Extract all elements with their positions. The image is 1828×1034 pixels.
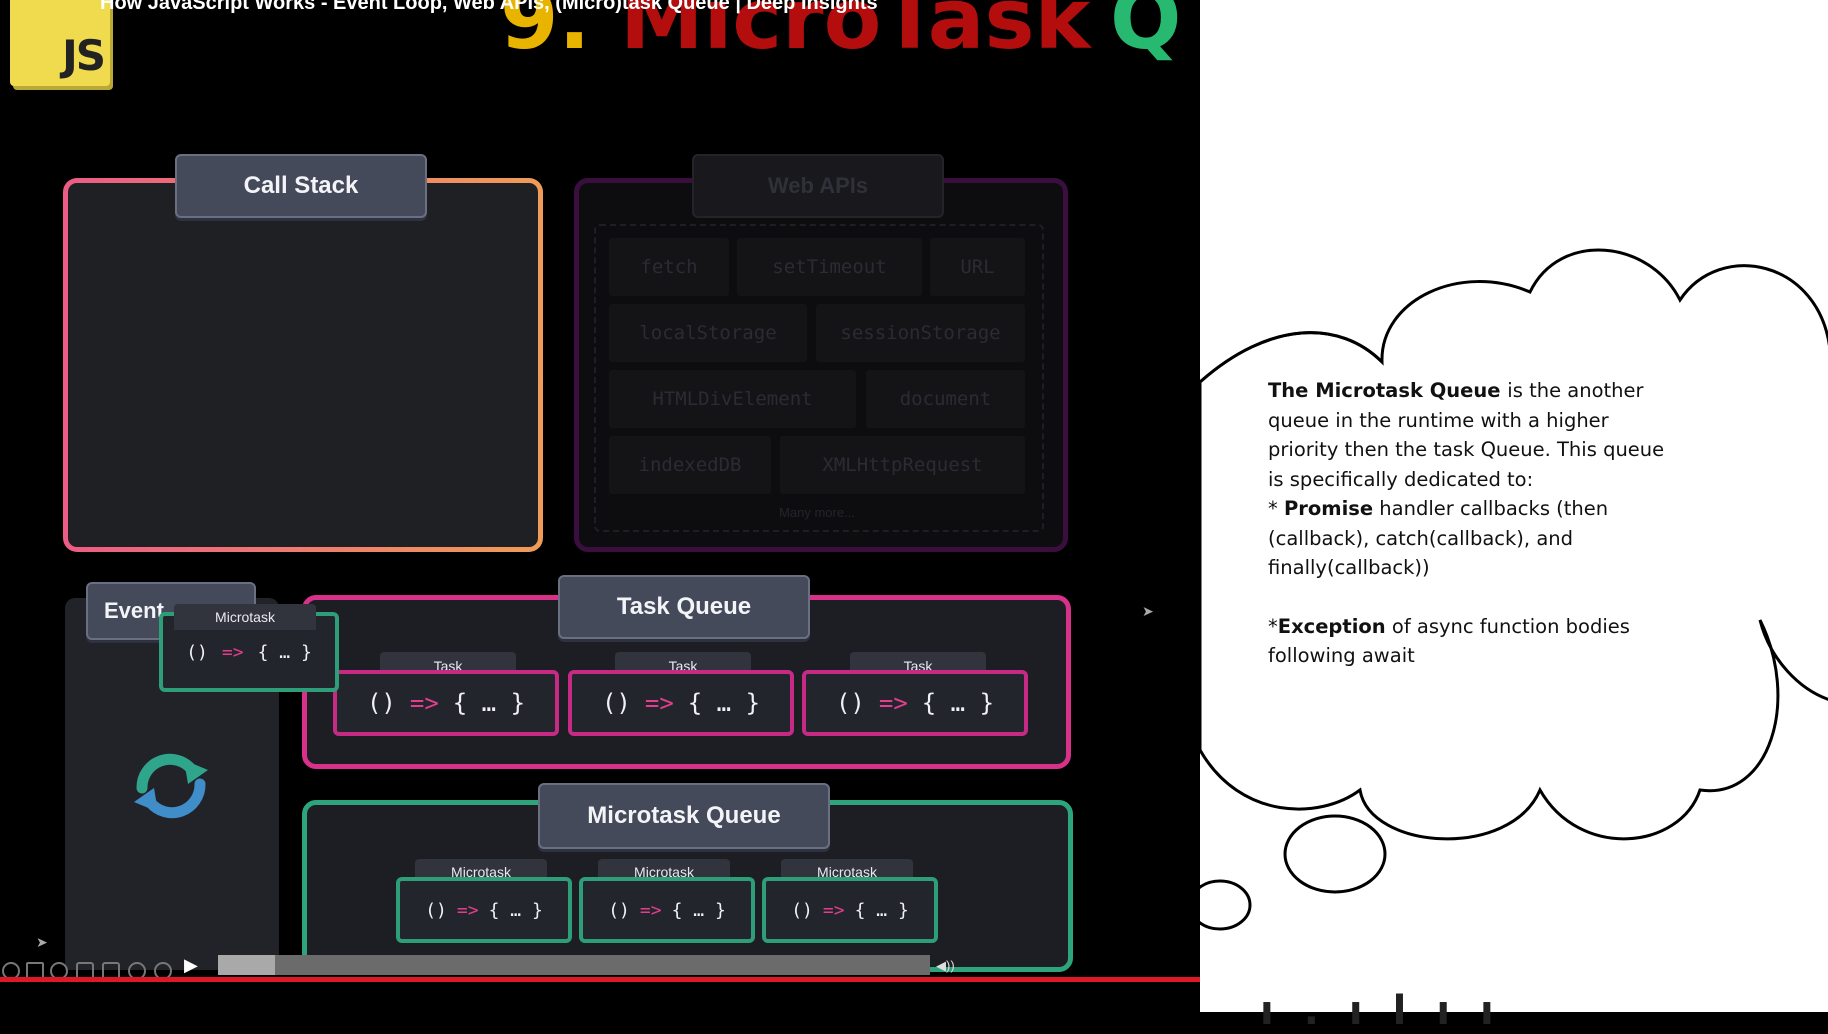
moving-microtask-tab: Microtask (174, 604, 316, 630)
api-url: URL (930, 238, 1025, 296)
cursor-icon: ➤ (36, 934, 48, 950)
web-apis-grid (594, 224, 1044, 532)
microtask-card: () => { … } (579, 877, 755, 943)
code-arrow: => (221, 641, 244, 663)
code-parens: () (835, 689, 865, 717)
code-parens: () (608, 899, 630, 921)
volume-icon[interactable]: ◀)) (936, 958, 955, 973)
code-parens: () (186, 641, 208, 663)
task-queue-label: Task Queue (558, 575, 810, 639)
cursor-icon: ➤ (1142, 603, 1154, 619)
microtask-card: () => { … } (762, 877, 938, 943)
code-body: { … } (452, 689, 526, 717)
note-promise-detail: handler callbacks (then (callback), catc… (1268, 497, 1609, 579)
code-arrow: => (878, 689, 908, 717)
note-exception-detail: of async function bodies following await (1268, 614, 1630, 668)
note-intro: is the another queue in the runtime with… (1268, 379, 1665, 491)
code-parens: () (366, 689, 396, 717)
exception-prefix: * (1268, 614, 1278, 638)
api-document: document (866, 370, 1025, 428)
api-many-more: Many more... (779, 504, 855, 520)
api-fetch: fetch (609, 238, 729, 296)
notes-panel: The Microtask Queue is the another queue… (1200, 0, 1828, 1012)
video-title[interactable]: How JavaScript Works - Event Loop, Web A… (100, 0, 878, 14)
api-localstorage: localStorage (609, 304, 807, 362)
code-arrow: => (409, 689, 439, 717)
code-arrow: => (822, 899, 845, 921)
task-card: () => { … } (333, 670, 559, 736)
note-text: The Microtask Queue is the another queue… (1268, 376, 1678, 671)
api-sessionstorage: sessionStorage (816, 304, 1025, 362)
microtask-card: () => { … } (396, 877, 572, 943)
js-logo: JS (10, 0, 110, 86)
note-bold-exception: Exception (1277, 614, 1386, 638)
code-body: { … } (671, 899, 726, 921)
code-parens: () (791, 899, 813, 921)
logo-text: JS (62, 31, 106, 80)
call-stack-panel (63, 178, 543, 552)
code-parens: () (425, 899, 447, 921)
api-htmldivelement: HTMLDivElement (609, 370, 856, 428)
slide-heading-tail: Q (1110, 0, 1182, 68)
task-card: () => { … } (568, 670, 794, 736)
play-icon[interactable]: ▶ (184, 955, 198, 975)
code-body: { … } (687, 689, 761, 717)
microtask-queue-label: Microtask Queue (538, 783, 830, 849)
code-body: { … } (257, 641, 312, 663)
bullet-prefix: * (1268, 497, 1284, 520)
api-xmlhttprequest: XMLHttpRequest (780, 436, 1025, 494)
refresh-icon (134, 753, 208, 819)
thought-cloud (1200, 248, 1828, 931)
player-timeline[interactable] (0, 977, 1200, 982)
code-parens: () (601, 689, 631, 717)
code-body: { … } (854, 899, 909, 921)
code-body: { … } (488, 899, 543, 921)
api-indexeddb: indexedDB (609, 436, 771, 494)
note-bold-heading: The Microtask Queue (1268, 379, 1508, 402)
progress-bar[interactable] (218, 955, 930, 975)
code-arrow: => (644, 689, 674, 717)
slide-number: 9. (500, 0, 591, 68)
bottom-handwriting: ı.ılıı (1260, 988, 1524, 1034)
code-arrow: => (639, 899, 662, 921)
task-card: () => { … } (802, 670, 1028, 736)
progress-fill (218, 955, 275, 975)
code-arrow: => (456, 899, 479, 921)
slide-heading: MicroTask (620, 0, 1091, 68)
call-stack-label: Call Stack (175, 154, 427, 218)
note-bold-promise: Promise (1283, 497, 1374, 520)
video-frame[interactable]: 🚀🔥 JS 9. MicroTask Q How JavaScript Work… (0, 0, 1200, 1012)
code-body: { … } (921, 689, 995, 717)
api-settimeout: setTimeout (737, 238, 922, 296)
web-apis-label: Web APIs (692, 154, 944, 218)
